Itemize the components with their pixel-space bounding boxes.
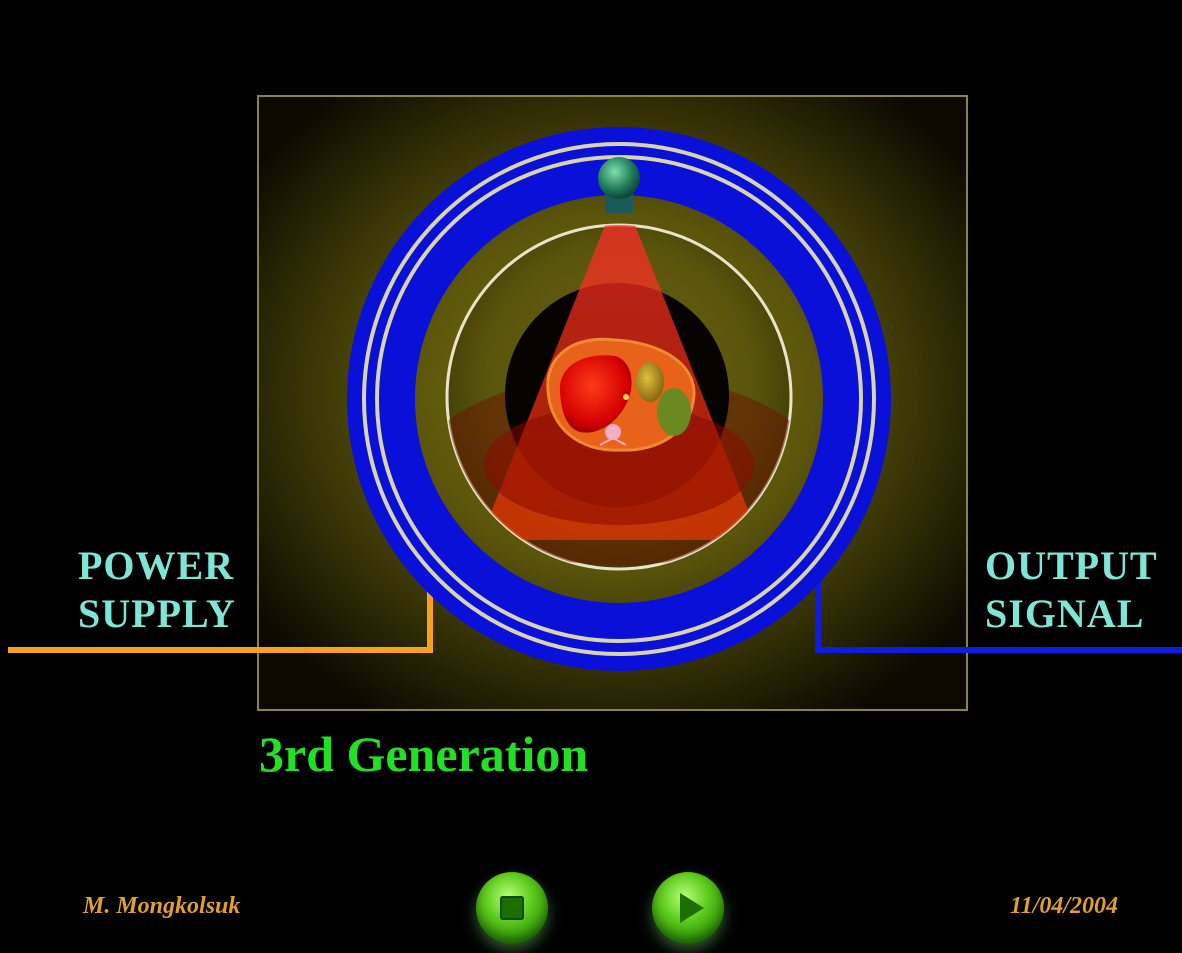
gantry-rail-outer <box>362 142 876 656</box>
power-supply-line-2: SUPPLY <box>78 591 236 636</box>
output-signal-line-2: SIGNAL <box>985 591 1145 636</box>
organ-lower <box>657 388 691 436</box>
output-signal-label: OUTPUT SIGNAL <box>985 546 1158 642</box>
organ-upper <box>636 362 664 402</box>
stop-button[interactable] <box>476 872 548 944</box>
liver <box>559 355 632 433</box>
generation-title: 3rd Generation <box>259 726 589 782</box>
patient-cross-section <box>546 337 696 452</box>
spine <box>605 424 621 440</box>
stop-icon <box>500 896 524 920</box>
play-icon <box>680 893 704 923</box>
output-signal-line-1: OUTPUT <box>985 543 1158 588</box>
play-button[interactable] <box>652 872 724 944</box>
power-supply-line-1: POWER <box>78 543 235 588</box>
xray-tube <box>598 157 640 199</box>
power-supply-label: POWER SUPPLY <box>78 546 236 642</box>
author-name: M. Mongkolsuk <box>83 893 241 919</box>
date-stamp: 11/04/2004 <box>1010 893 1119 919</box>
